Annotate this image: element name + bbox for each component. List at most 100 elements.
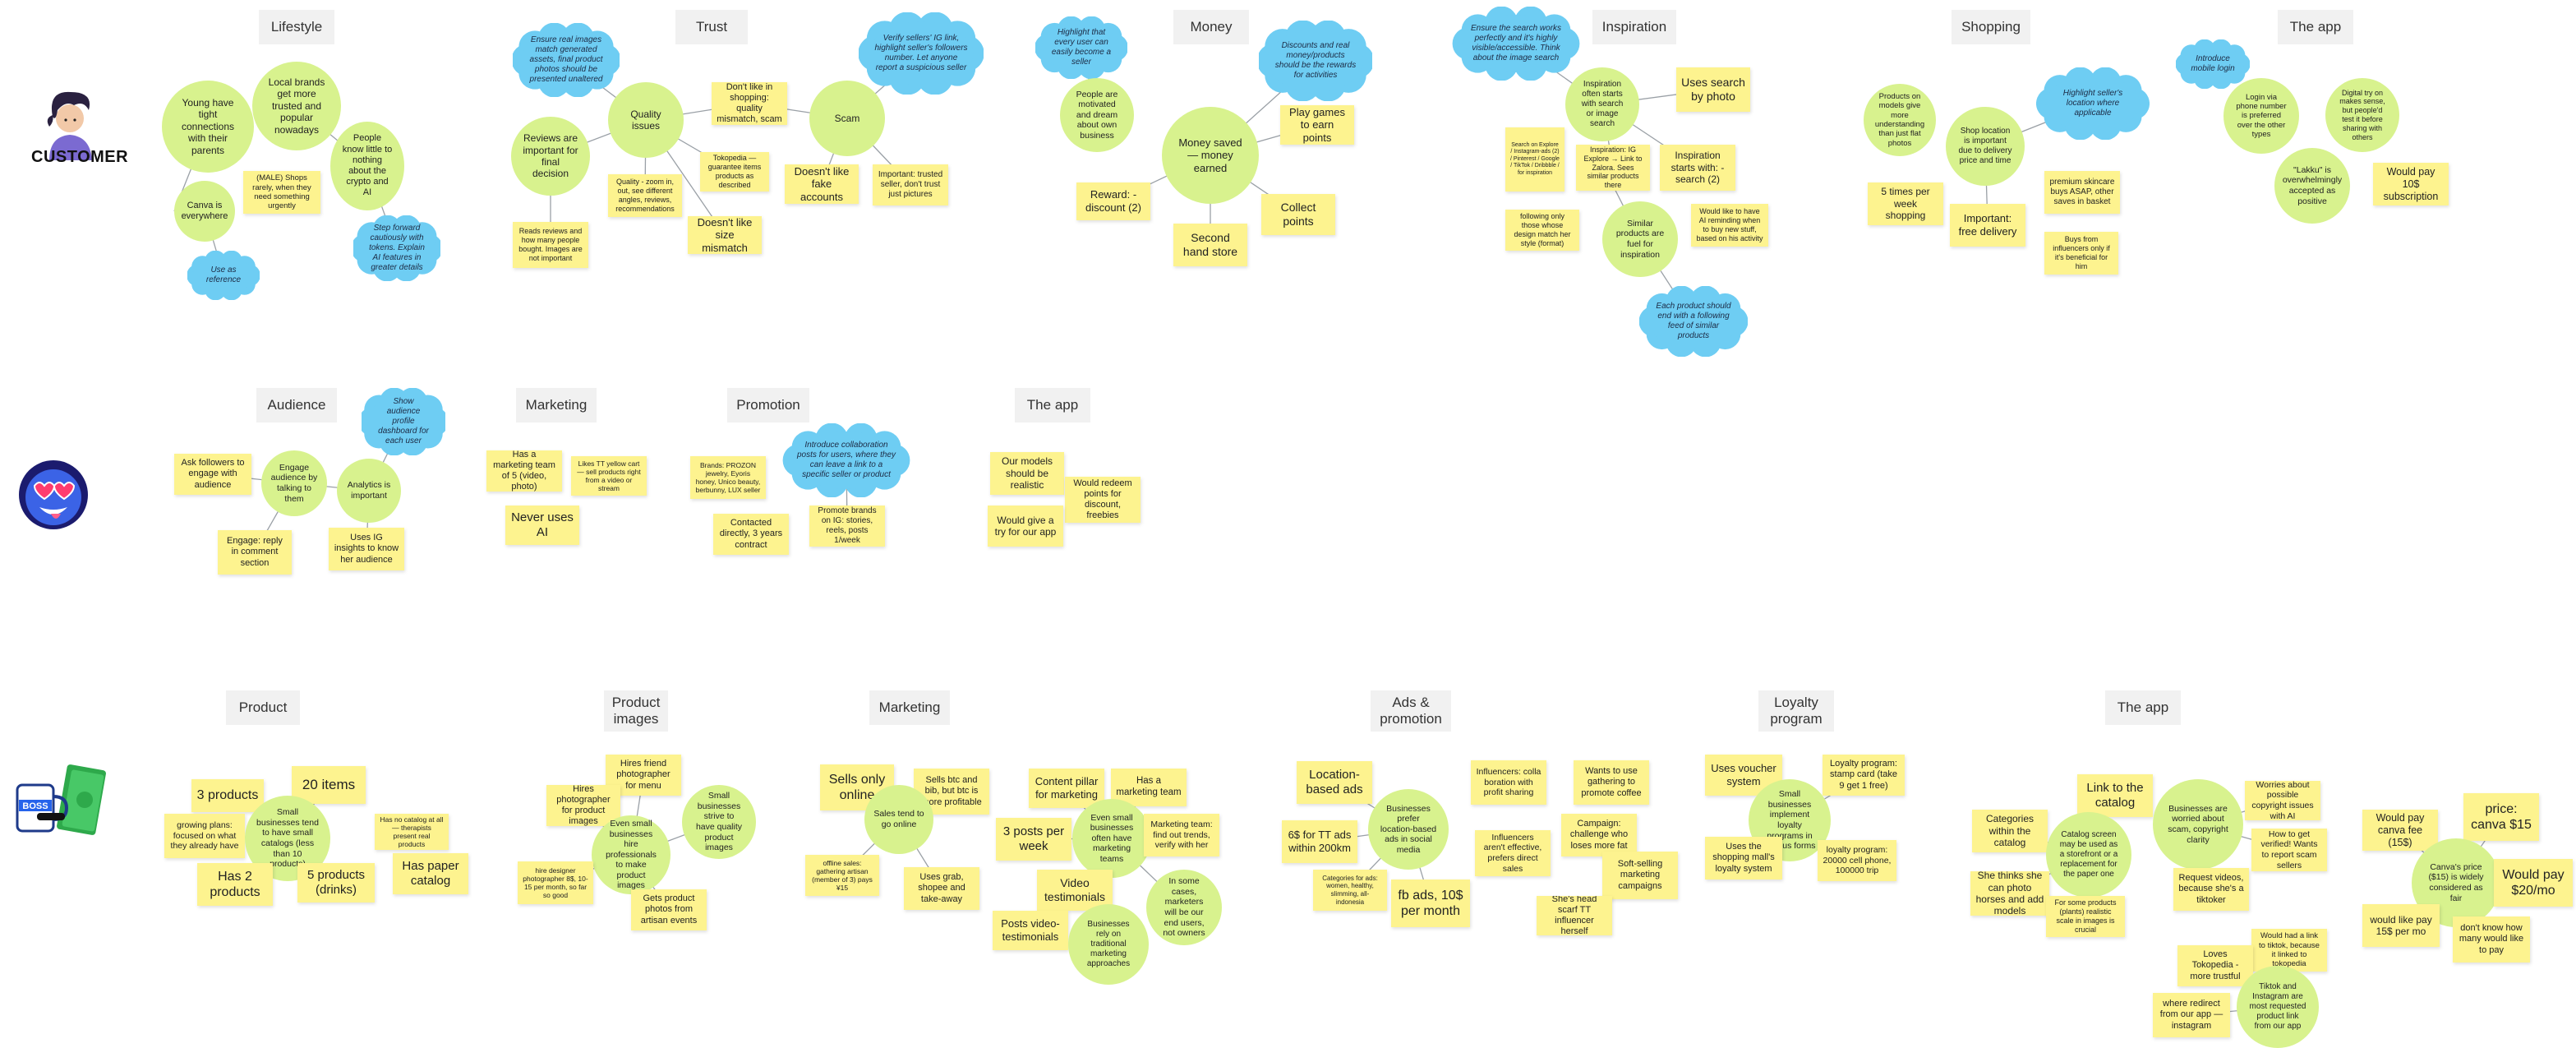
idea-cloud: Introduce collaboration posts for users,…	[781, 423, 912, 497]
svg-text:BOSS: BOSS	[22, 801, 48, 811]
insight-circle: Sales tend to go online	[864, 785, 933, 854]
idea-cloud: Introduce mobile login	[2176, 39, 2250, 89]
label-loyalty-program: Loyalty program	[1758, 690, 1834, 732]
insight-sticky: offline sales: gathering artisan (member…	[805, 855, 879, 896]
idea-cloud: Each product should end with a following…	[1639, 286, 1748, 357]
label-product-images: Product images	[604, 690, 668, 732]
insight-circle: Products on models give more understandi…	[1864, 84, 1936, 156]
insight-circle: Small businesses strive to have quality …	[682, 785, 756, 859]
insight-sticky: Contacted directly, 3 years contract	[713, 514, 789, 555]
label-the-app-business: The app	[2105, 690, 2181, 725]
insight-circle: Shop location is important due to delive…	[1946, 107, 2025, 186]
insight-circle: Canva is everywhere	[174, 181, 235, 242]
idea-cloud: Highlight seller's location where applic…	[2036, 67, 2150, 140]
label-lifestyle: Lifestyle	[259, 10, 334, 44]
insight-circle: Reviews are important for final decision	[511, 117, 590, 196]
insight-sticky: Brands: PROZON jewelry, Eyoris honey, Un…	[690, 456, 766, 499]
label-product: Product	[226, 690, 300, 725]
insight-sticky: Second hand store	[1173, 224, 1247, 266]
insight-sticky: Never uses AI	[505, 506, 579, 545]
idea-cloud: Highlight that every user can easily bec…	[1035, 16, 1127, 79]
insight-sticky: Location-based ads	[1297, 761, 1372, 804]
insight-sticky: premium skincare buys ASAP, other saves …	[2044, 171, 2120, 214]
insight-sticky: Inspiration starts with: - search (2)	[1660, 145, 1735, 191]
insight-sticky: Buys from influencers only if it's benef…	[2044, 232, 2118, 275]
insight-sticky: Would had a link to tiktok, because it l…	[2251, 929, 2327, 972]
insight-sticky: price: canva $15	[2463, 793, 2539, 841]
insight-sticky: Wants to use gathering to promote coffee	[1574, 760, 1649, 805]
idea-cloud: Step forward cautiously with tokens. Exp…	[353, 215, 440, 281]
insight-sticky: Categories within the catalog	[1972, 810, 2048, 852]
insight-sticky: She thinks she can photo horses and add …	[1970, 871, 2049, 916]
label-the-app-influencer: The app	[1015, 388, 1090, 422]
insight-circle: Catalog screen may be used as a storefro…	[2046, 812, 2131, 898]
insight-sticky: where redirect from our app — instagram	[2153, 993, 2230, 1037]
label-promotion: Promotion	[727, 388, 809, 422]
insight-circle: Engage audience by talking to them	[261, 450, 327, 516]
insight-circle: Local brands get more trusted and popula…	[252, 62, 341, 150]
insight-sticky: Would pay $20/mo	[2494, 859, 2573, 907]
insight-sticky: Uses the shopping mall's loyalty system	[1705, 837, 1782, 879]
insight-sticky: Loyalty program: stamp card (take 9 get …	[1823, 755, 1905, 796]
insight-sticky: Collect points	[1261, 194, 1335, 235]
insight-sticky: would like pay 15$ per mo	[2362, 904, 2440, 947]
insight-circle: Quality issues	[608, 82, 684, 158]
insight-sticky: Would redeem points for discount, freebi…	[1065, 477, 1141, 523]
insight-sticky: Influencers: colla boration with profit …	[1471, 760, 1546, 805]
insight-sticky: Ask followers to engage with audience	[174, 454, 251, 495]
insight-sticky: don't know how many would like to pay	[2453, 916, 2530, 963]
insight-sticky: Sells btc and bib, but btc is more profi…	[914, 769, 989, 815]
insight-circle: Tiktok and Instagram are most requested …	[2237, 966, 2319, 1048]
insight-sticky: Promote brands on IG: stories, reels, po…	[809, 506, 885, 547]
label-audience: Audience	[256, 388, 337, 422]
insight-sticky: Has paper catalog	[393, 853, 468, 894]
insight-sticky: Uses IG insights to know her audience	[329, 528, 404, 570]
insight-sticky: Our models should be realistic	[990, 452, 1064, 495]
insight-sticky: Content pillar for marketing	[1029, 769, 1104, 808]
insight-circle: Even small businesses hire professionals…	[592, 815, 670, 894]
insight-sticky: Doesn't like size mismatch	[688, 216, 762, 254]
insight-circle: Analytics is important	[337, 459, 401, 523]
insight-sticky: Worries about possible copyright issues …	[2245, 781, 2320, 820]
insight-sticky: Doesn't like fake accounts	[785, 164, 859, 204]
label-ads-promotion: Ads & promotion	[1371, 690, 1451, 732]
insight-sticky: Likes TT yellow cart — sell products rig…	[571, 456, 647, 496]
insight-sticky: Request videos, because she's a tiktoker	[2173, 868, 2249, 911]
insight-sticky: hire designer photographer 8$, 10-15 per…	[518, 861, 593, 904]
insight-sticky: Categories for ads: women, healthy, slim…	[1313, 870, 1387, 911]
insight-sticky: Posts video-testimonials	[993, 911, 1068, 950]
insight-sticky: growing plans: focused on what they alre…	[164, 814, 245, 858]
insight-sticky: Marketing team: find out trends, verify …	[1144, 814, 1219, 856]
insight-circle: Money saved — money earned	[1162, 107, 1259, 204]
insight-sticky: 6$ for TT ads within 200km	[1282, 820, 1357, 863]
idea-cloud: Use as reference	[187, 251, 260, 300]
insight-sticky: Don't like in shopping: quality mismatch…	[712, 82, 787, 125]
insight-sticky: 3 posts per week	[996, 818, 1071, 861]
insight-sticky: Quality - zoom in, out, see different an…	[608, 174, 682, 217]
insight-sticky: Would give a try for our app	[988, 506, 1063, 547]
insight-circle: Businesses rely on traditional marketing…	[1068, 904, 1149, 985]
label-shopping: Shopping	[1952, 10, 2030, 44]
heart-eyes-emoji-icon	[16, 456, 90, 534]
insight-sticky: Reads reviews and how many people bought…	[513, 222, 588, 268]
insight-sticky: Hires friend photographer for menu	[606, 755, 681, 796]
insight-sticky: Would pay canva fee (15$)	[2362, 810, 2438, 851]
insight-sticky: 3 products	[191, 779, 264, 812]
insight-sticky: fb ads, 10$ per month	[1391, 879, 1470, 927]
insight-sticky: Campaign: challenge who loses more fat	[1561, 814, 1637, 856]
insight-circle: Even small businesses often have marketi…	[1072, 799, 1151, 878]
insight-sticky: Inspiration: IG Explore → Link to Zalora…	[1576, 145, 1650, 191]
insight-sticky: Has no catalog at all — therapists prese…	[375, 814, 449, 850]
insight-circle: Login via phone number is preferred over…	[2223, 78, 2299, 154]
insight-sticky: Gets product photos from artisan events	[631, 889, 707, 930]
idea-cloud: Show audience profile dashboard for each…	[362, 388, 445, 455]
insight-sticky: Uses search by photo	[1676, 67, 1750, 112]
insight-sticky: Loves Tokopedia - more trustful	[2177, 945, 2253, 986]
idea-cloud: Ensure real images match generated asset…	[513, 23, 620, 97]
insight-sticky: Has 2 products	[197, 863, 273, 906]
insight-sticky: Would like to have AI reminding when to …	[1691, 204, 1768, 247]
boss-mug-money-icon: BOSS	[12, 760, 107, 843]
insight-sticky: (MALE) Shops rarely, when they need some…	[243, 171, 320, 214]
insight-circle: Businesses prefer location-based ads in …	[1368, 789, 1449, 870]
insight-sticky: following only those whose design match …	[1505, 210, 1579, 251]
